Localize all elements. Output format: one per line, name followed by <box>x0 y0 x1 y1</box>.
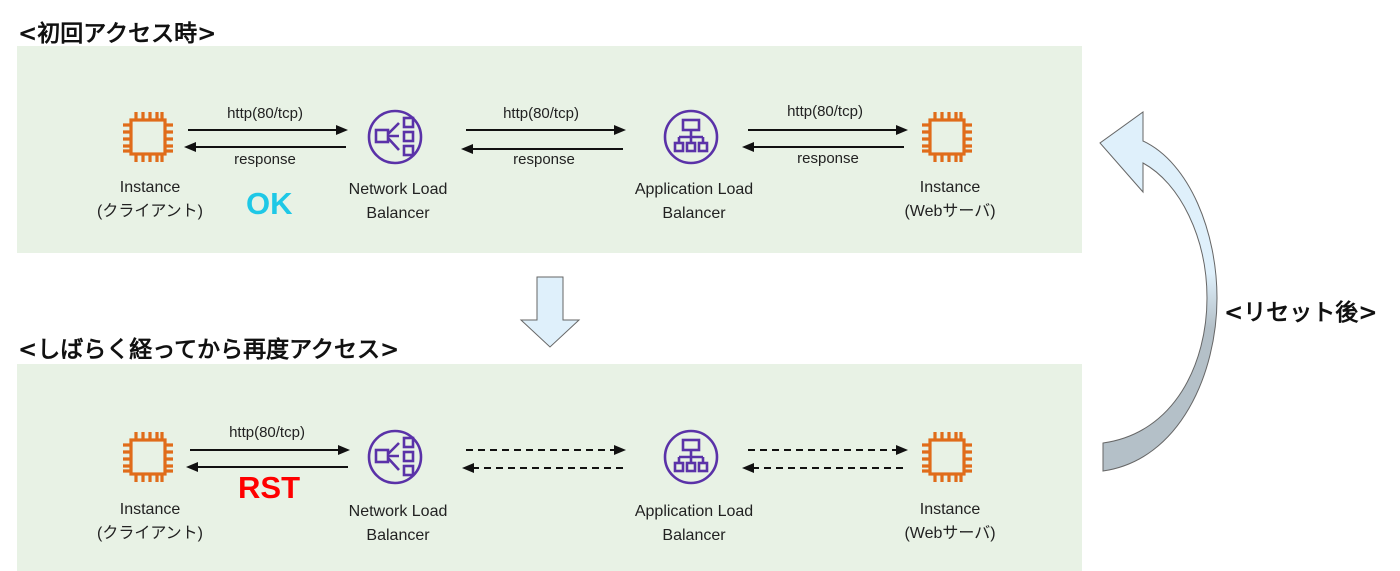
rst-status: RST <box>238 470 300 505</box>
dashed-request-arrow <box>466 445 626 455</box>
request-arrow <box>188 125 348 135</box>
response-label: response <box>797 150 859 167</box>
response-label: response <box>234 151 296 168</box>
instance-icon <box>123 112 173 162</box>
web-label-line2: (Webサーバ) <box>904 525 996 542</box>
instance-icon <box>123 432 173 482</box>
nlb-label: Network Load Balancer <box>318 500 478 548</box>
network-load-balancer-icon <box>367 429 423 485</box>
web-instance-label: Instance (Webサーバ) <box>870 498 1030 546</box>
network-load-balancer-icon <box>367 109 423 165</box>
web-label-line1: Instance <box>919 501 981 518</box>
client-label-line2: (クライアント) <box>96 203 204 220</box>
response-arrow <box>184 142 346 152</box>
ok-status: OK <box>246 186 293 221</box>
nlb-label-line2: Balancer <box>366 205 430 222</box>
dashed-request-arrow <box>748 445 908 455</box>
client-label-line2: (クライアント) <box>96 525 204 542</box>
response-arrow <box>461 144 623 154</box>
heading-later-access: <しばらく経ってから再度アクセス> <box>18 337 400 363</box>
alb-label-line2: Balancer <box>662 205 726 222</box>
client-label-line1: Instance <box>119 501 181 518</box>
web-instance-label: Instance (Webサーバ) <box>870 176 1030 224</box>
client-instance-label: Instance (クライアント) <box>70 498 230 546</box>
down-flow-arrow <box>519 276 581 348</box>
web-label-line2: (Webサーバ) <box>904 203 996 220</box>
alb-label: Application Load Balancer <box>604 500 784 548</box>
client-label-line1: Instance <box>119 179 181 196</box>
web-label-line1: Instance <box>919 179 981 196</box>
heading-first-access: <初回アクセス時> <box>18 21 217 47</box>
dashed-response-arrow <box>462 463 624 473</box>
request-label: http(80/tcp) <box>787 103 863 120</box>
nlb-label-line2: Balancer <box>366 527 430 544</box>
heading-after-reset: <リセット後> <box>1224 300 1378 326</box>
alb-label-line1: Application Load <box>634 181 754 198</box>
request-arrow <box>748 125 908 135</box>
instance-icon <box>922 432 972 482</box>
rst-response-arrow <box>186 462 348 472</box>
application-load-balancer-icon <box>663 429 719 485</box>
request-label: http(80/tcp) <box>229 424 305 441</box>
instance-icon <box>922 112 972 162</box>
request-label: http(80/tcp) <box>227 105 303 122</box>
nlb-label-line1: Network Load <box>348 181 448 198</box>
alb-label-line2: Balancer <box>662 527 726 544</box>
nlb-label: Network Load Balancer <box>318 178 478 226</box>
dashed-response-arrow <box>742 463 904 473</box>
request-label: http(80/tcp) <box>503 105 579 122</box>
application-load-balancer-icon <box>663 109 719 165</box>
alb-label: Application Load Balancer <box>604 178 784 226</box>
request-arrow <box>190 445 350 455</box>
response-arrow <box>742 142 904 152</box>
alb-label-line1: Application Load <box>634 503 754 520</box>
reset-curved-arrow <box>1099 111 1218 472</box>
request-arrow <box>466 125 626 135</box>
nlb-label-line1: Network Load <box>348 503 448 520</box>
client-instance-label: Instance (クライアント) <box>70 176 230 224</box>
response-label: response <box>513 151 575 168</box>
